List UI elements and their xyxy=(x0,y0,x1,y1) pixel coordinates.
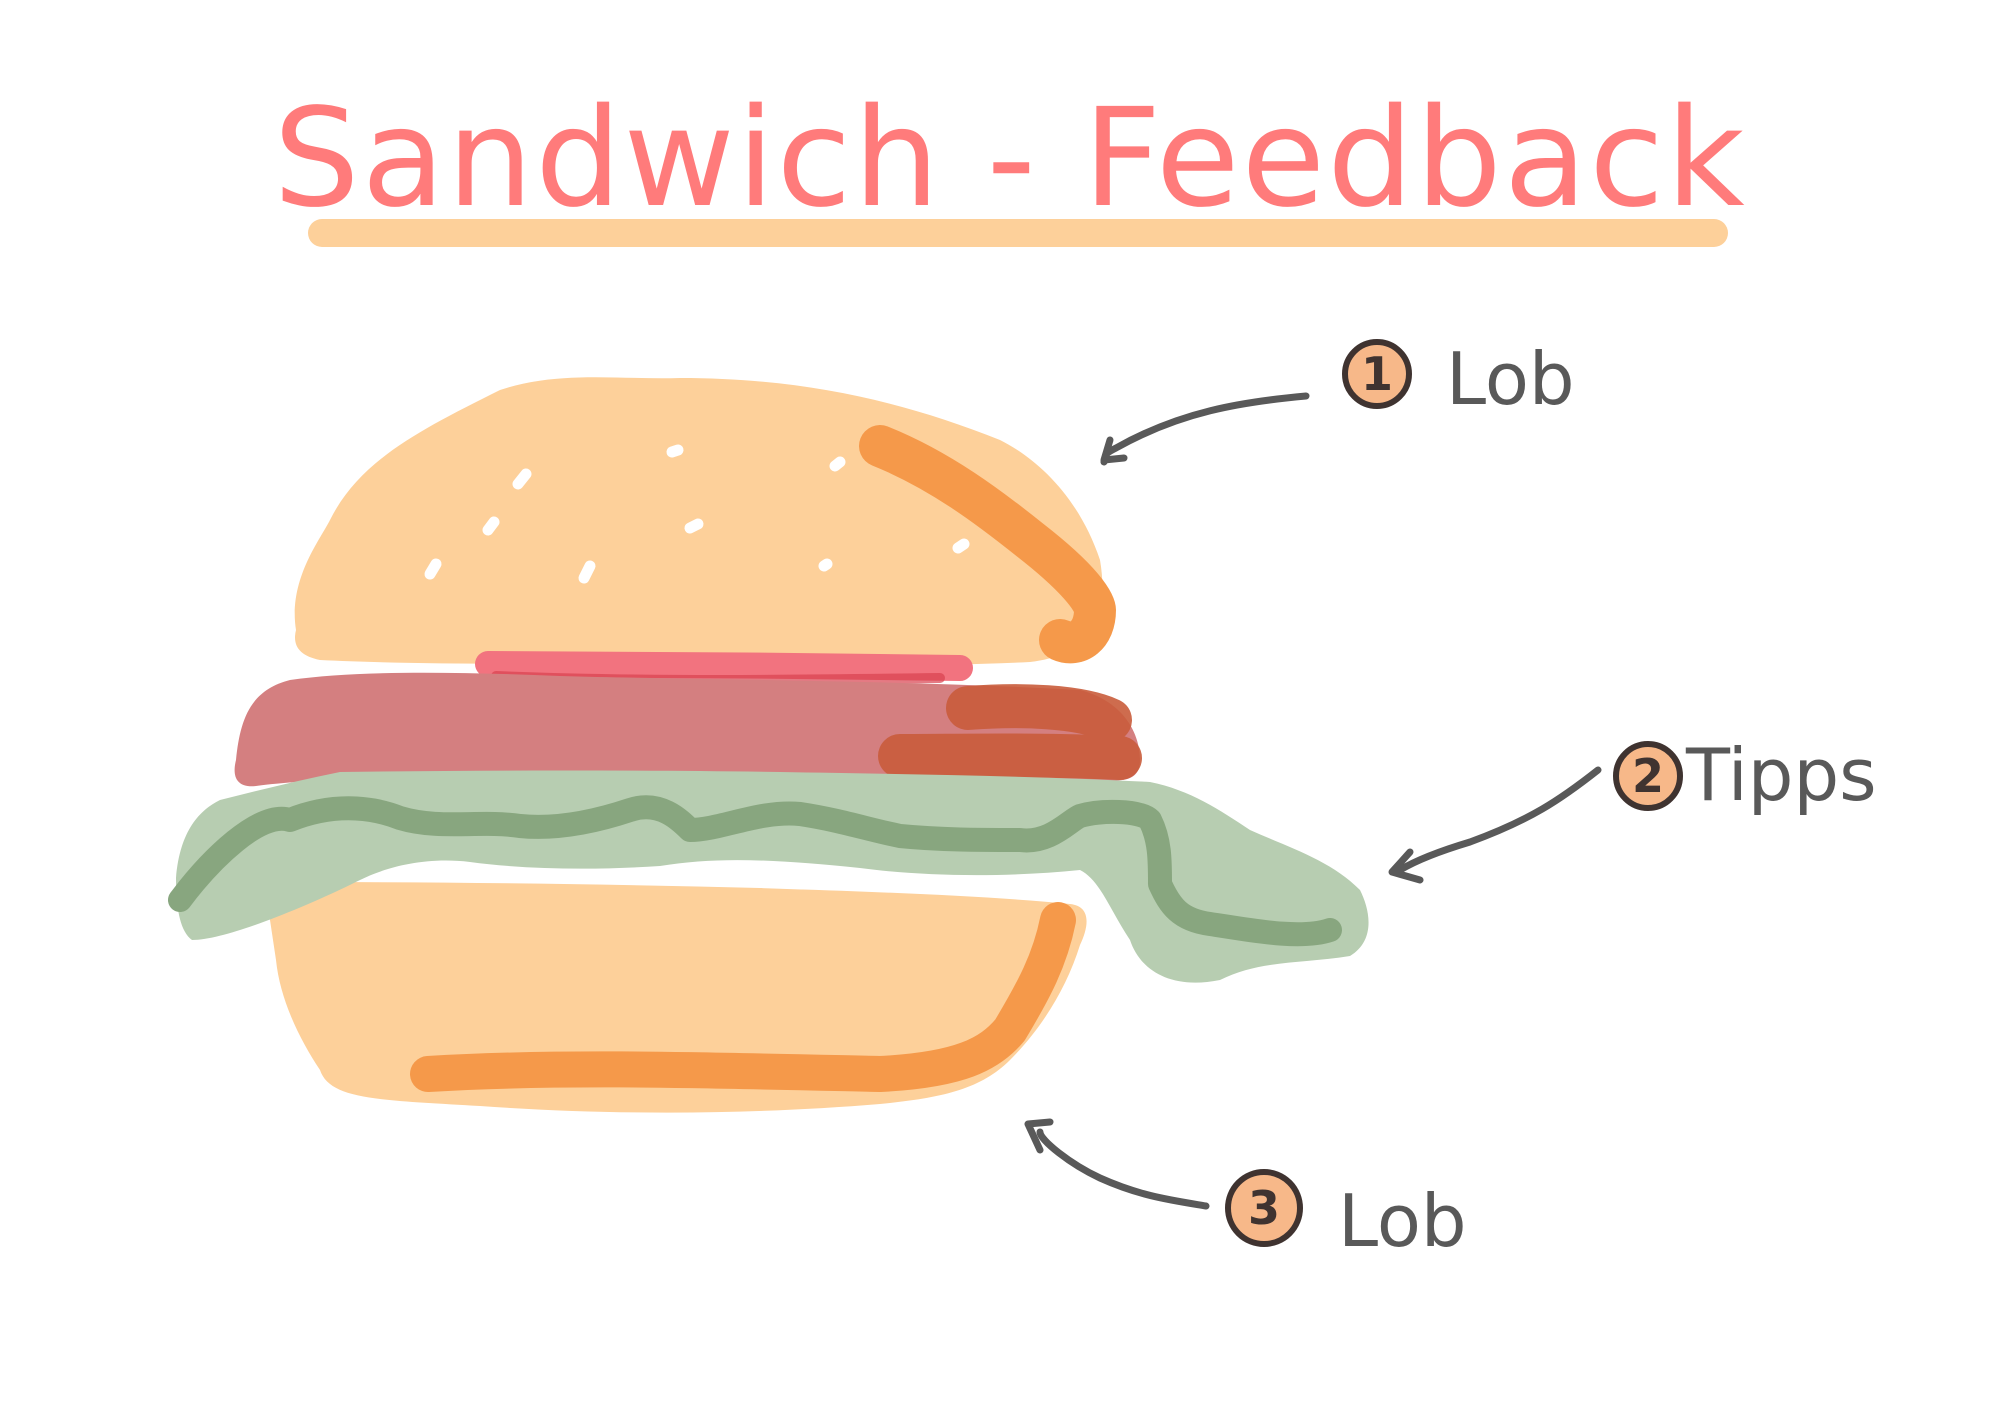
arrow-2 xyxy=(1396,766,1602,874)
sesame-seed xyxy=(829,456,846,472)
sesame-seed xyxy=(666,444,684,458)
sesame-seed xyxy=(818,558,833,572)
sesame-seed xyxy=(512,468,532,490)
title-underline xyxy=(308,219,1728,247)
arrow-3 xyxy=(1036,1128,1210,1210)
step-badge-3 xyxy=(1225,1169,1303,1247)
arrowhead-2 xyxy=(1388,848,1424,884)
annotation-lob-3: 3 Lob xyxy=(1024,1118,1467,1263)
arrowhead-3 xyxy=(1024,1118,1054,1154)
sesame-seed xyxy=(684,518,704,534)
arrowhead-1 xyxy=(1100,436,1128,464)
title-group: Sandwich - Feedback xyxy=(273,80,1746,247)
step-number-1: 1 xyxy=(1361,347,1393,401)
step-number-3: 3 xyxy=(1248,1181,1280,1235)
annotation-lob-1: 1 Lob xyxy=(1100,337,1575,466)
sesame-seed xyxy=(482,516,500,536)
lettuce-leaf-vein xyxy=(168,795,1342,947)
step-badge-2 xyxy=(1613,741,1683,811)
step-badge-1 xyxy=(1342,339,1412,409)
sesame-seed xyxy=(578,560,596,584)
sesame-seeds xyxy=(424,444,970,584)
sesame-seed xyxy=(424,558,442,580)
step-label-3: Lob xyxy=(1338,1179,1467,1263)
bottom-bun-shadow xyxy=(410,902,1076,1092)
sandwich-illustration xyxy=(168,377,1369,1113)
tomato-slice xyxy=(475,651,973,681)
step-number-2: 2 xyxy=(1632,749,1664,803)
annotation-tipps-2: 2 Tipps xyxy=(1388,733,1877,884)
step-label-1: Lob xyxy=(1446,337,1575,421)
top-bun-shadow xyxy=(859,425,1116,664)
meat-patty-shadow xyxy=(878,684,1142,780)
page-title: Sandwich - Feedback xyxy=(273,80,1746,238)
arrow-1 xyxy=(1100,392,1310,466)
sesame-seed xyxy=(952,538,970,554)
step-label-2: Tipps xyxy=(1685,733,1877,817)
